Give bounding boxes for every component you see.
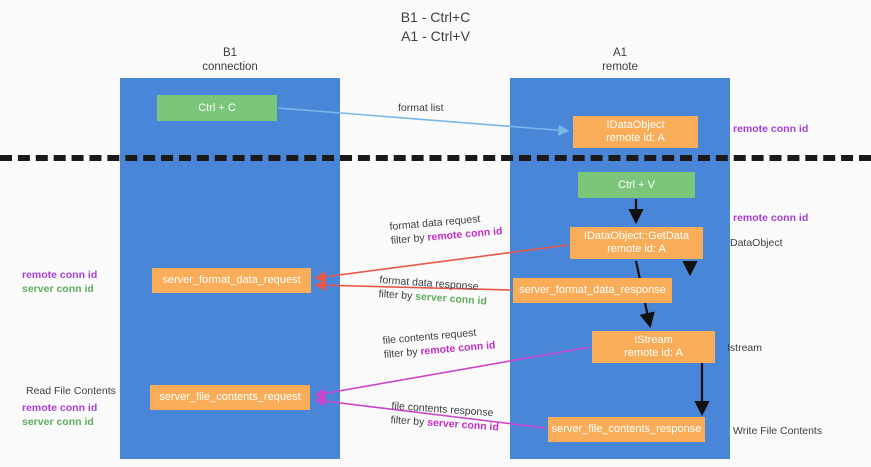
note-left-server-conn-id-2: server conn id: [22, 416, 94, 428]
box-ctrl-c[interactable]: Ctrl + C: [157, 95, 277, 121]
note-right-remote-conn-id-mid: remote conn id: [733, 212, 809, 224]
note-right-dataobject: DataObject: [730, 237, 783, 249]
box-server-file-contents-response-label: server_file_contents_response: [551, 423, 702, 435]
box-getdata-line1: IDataObject::GetData: [583, 230, 690, 242]
box-istream[interactable]: IStream remote id: A: [592, 331, 715, 363]
note-left-conn-ids-group: remote conn id server conn id: [22, 268, 97, 296]
note-left-remote-conn-id: remote conn id: [22, 269, 98, 281]
column-header-a1: A1 remote: [510, 46, 730, 74]
filter-prefix: filter by: [390, 413, 428, 429]
column-header-b1: B1 connection: [120, 46, 340, 74]
box-idataobject-line1: IDataObject: [606, 119, 665, 131]
title-line-1: B1 - Ctrl+C: [400, 9, 471, 25]
box-istream-line2: remote id: A: [624, 347, 683, 359]
edge-label-format-list: format list: [398, 101, 444, 115]
note-right-remote-conn-id-top: remote conn id: [733, 123, 809, 135]
box-server-format-data-request[interactable]: server_format_data_request: [152, 268, 311, 293]
note-left-read-file-contents: Read File Contents: [26, 385, 116, 397]
box-getdata-line2: remote id: A: [607, 243, 666, 255]
box-server-format-data-response-label: server_format_data_response: [519, 284, 666, 296]
edge-label-format-data-response: format data response filter by server co…: [378, 273, 488, 309]
edge-label-file-contents-request: file contents request filter by remote c…: [382, 324, 496, 362]
box-server-format-data-response[interactable]: server_format_data_response: [513, 278, 672, 303]
box-server-file-contents-request[interactable]: server_file_contents_request: [150, 385, 310, 410]
keyword-server-conn-id: server conn id: [426, 416, 500, 434]
note-left-conn-ids-group-2: remote conn id server conn id: [22, 401, 97, 429]
box-ctrl-v-label: Ctrl + V: [618, 178, 655, 191]
note-left-remote-conn-id-2: remote conn id: [22, 402, 98, 414]
filter-prefix: filter by: [378, 287, 416, 303]
edge-label-file-contents-response: file contents response filter by server …: [390, 399, 500, 435]
diagram-title: B1 - Ctrl+C A1 - Ctrl+V: [0, 8, 871, 46]
box-idataobject-line2: remote id: A: [606, 132, 665, 144]
note-right-istream: Istream: [727, 342, 763, 354]
phase-divider: [0, 155, 871, 161]
box-istream-line1: IStream: [634, 334, 673, 346]
column-header-b1-name: B1: [222, 47, 238, 59]
edge-label-format-data-request: format data request filter by remote con…: [389, 210, 503, 248]
title-line-2: A1 - Ctrl+V: [401, 28, 470, 44]
note-left-server-conn-id: server conn id: [22, 283, 94, 295]
column-header-a1-role: remote: [602, 61, 638, 73]
filter-prefix: filter by: [383, 345, 421, 361]
box-ctrl-v[interactable]: Ctrl + V: [578, 172, 695, 198]
keyword-server-conn-id: server conn id: [414, 290, 488, 308]
note-right-write-file-contents: Write File Contents: [733, 425, 823, 437]
edge-label-format-list-text: format list: [398, 102, 444, 114]
box-ctrl-c-label: Ctrl + C: [198, 101, 236, 114]
box-idataobject-getdata[interactable]: IDataObject::GetData remote id: A: [570, 227, 703, 259]
box-server-file-contents-request-label: server_file_contents_request: [159, 391, 301, 403]
column-header-a1-name: A1: [612, 47, 628, 59]
filter-prefix: filter by: [390, 231, 428, 247]
box-server-file-contents-response[interactable]: server_file_contents_response: [548, 417, 705, 442]
box-idataobject[interactable]: IDataObject remote id: A: [573, 116, 698, 148]
column-header-b1-role: connection: [202, 61, 258, 73]
box-server-format-data-request-label: server_format_data_request: [162, 274, 301, 286]
